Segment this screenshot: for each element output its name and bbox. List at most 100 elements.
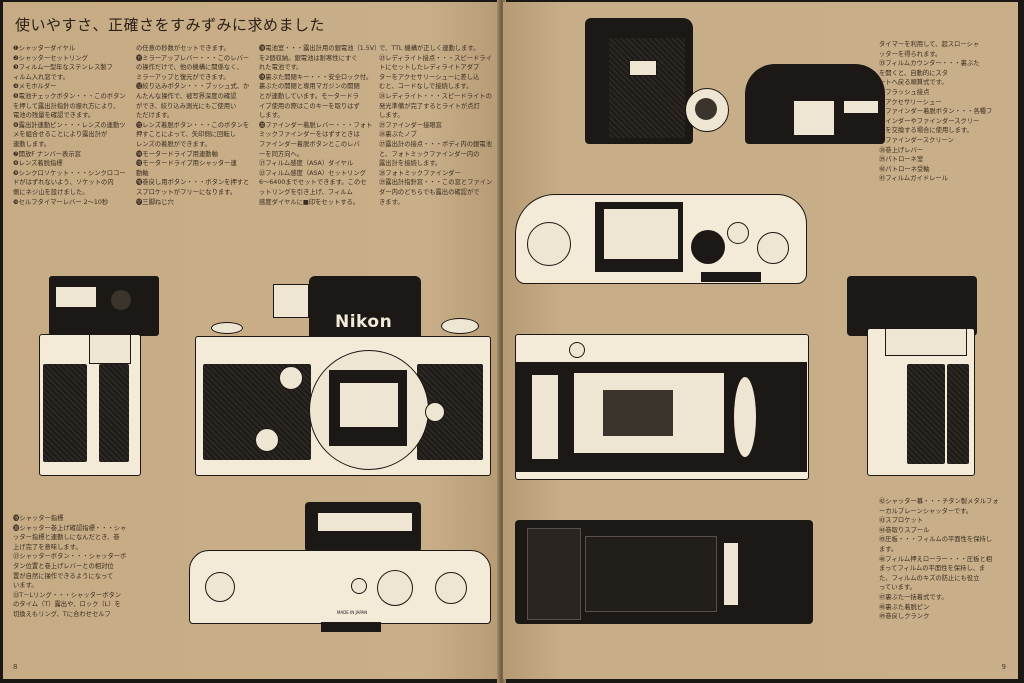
list-item: ㊷シャッター幕・・・チタン製メタルフォ	[879, 498, 999, 505]
list-item: ィルム入れ窓です。	[13, 73, 69, 81]
list-item: します。	[379, 112, 404, 120]
list-item: と、フォトミックファインダー内の	[379, 150, 480, 158]
list-item: ㉒フィルム感度（ASA）セットリング	[259, 169, 366, 177]
list-item: 連動します。	[13, 140, 51, 148]
list-item: ンを交換する場合に使用します。	[879, 127, 973, 135]
list-item: スプロケットがフリーになります。	[136, 188, 237, 196]
list-item: ⓴シャッター巻上げ確認指標・・・シャ	[13, 524, 127, 532]
list-item: ㉑フィルム感度（ASA）ダイヤル	[259, 160, 354, 168]
camera-side-view-left	[29, 272, 169, 482]
list-item: のタイム（T）露出や、ロック（L）を	[13, 601, 121, 609]
list-item: ㊴パトローネ室	[879, 156, 924, 164]
list-item: ㊲ファインダースクリーン	[879, 136, 954, 144]
list-item: ⓲電池室・・・露出計用の銀電池（1.5V）	[259, 45, 377, 52]
list-item: 押すことによって、矢印側に回転し	[136, 131, 236, 139]
list-item: た、フィルムのキズの防止にも役立	[879, 574, 980, 582]
list-item: 置が自然に操作できるようになって	[13, 572, 114, 580]
list-item: ⓴ファインダー着脱レバー・・・フォト	[259, 121, 373, 129]
list-item: ㉙露出計指針窓・・・この窓とファイン	[379, 179, 493, 187]
list-item: ㊵パトローネ受軸	[879, 165, 930, 173]
list-item: 電池の残量を確認できます。	[13, 112, 95, 120]
list-item: ❷シャッターセットリング	[13, 54, 88, 62]
list-item: タイマーを利用して、超スローシャ	[879, 41, 980, 48]
list-item: 発光準備が完了するとライトが点灯	[379, 102, 480, 110]
list-item: レンズの着脱ができます。	[136, 140, 211, 148]
list-item: 露出計を接続します。	[379, 160, 442, 168]
list-item: ミックファインダーをはずすときは	[259, 131, 360, 139]
list-item: ーカルプレーンシャッターです。	[879, 507, 973, 515]
list-item: ⓰巻戻し用ボタン・・・ボタンを押すと	[136, 179, 250, 187]
camera-back-door	[511, 516, 815, 628]
list-item: ができ、絞り込み測光にもご使用い	[136, 102, 237, 110]
list-item: ァインダーやファインダースクリー	[879, 117, 980, 125]
list-item: ㉒T－Lリング・・・シャッターボタン	[13, 591, 122, 599]
list-item: を2個収納。銀電池は耐寒性にすぐ	[259, 54, 358, 62]
list-item: とが連動しています。モータードラ	[259, 92, 359, 100]
list-item: ㉞フラッシュ接点	[879, 88, 930, 96]
list-item: 6～6400までセットできます。このセ	[259, 179, 367, 187]
list-item: ⓯モータードライブ用シャッター連	[136, 160, 237, 168]
list-item: ㊹巻取りスプール	[879, 526, 930, 534]
list-item: ます。	[879, 545, 898, 553]
list-item: ㉓レディライト接点・・・スピードライ	[379, 54, 492, 62]
list-item: ㊱ファインダー着脱ボタン・・・各種フ	[879, 108, 993, 116]
list-item: ットリングを引き上げ、フィルム	[259, 188, 353, 196]
binding-gutter	[497, 0, 506, 683]
list-item: イブ使用の際はこのキーを取りはず	[259, 102, 360, 110]
list-item: ⓮モータードライブ用連動軸	[136, 150, 218, 158]
list-item: むと、コードなしで接続します。	[379, 83, 473, 91]
list-item: います。	[13, 582, 38, 590]
parts-list-col4: で、TTL 機構が正しく連動します。㉓レディライト接点・・・スピードライトにセッ…	[379, 44, 497, 207]
page-number-left: 8	[13, 663, 18, 671]
list-item: ⓫ミラーアップレバー・・・このレバー	[136, 54, 250, 62]
list-item: 感度ダイヤルに■印をセットする。	[259, 198, 360, 206]
right-page: タイマーを利用して、超スローシャッターを得られます。㉝フィルムカウンター・・・裏…	[503, 2, 1018, 679]
list-item: ダー内のどちらでも露出の確認がで	[379, 188, 480, 196]
list-item: んたんな操作で、被写界深度の確認	[136, 92, 237, 100]
list-item: ㊺圧板・・・フィルムの平面性を保持し	[879, 536, 993, 544]
list-item: ターをアクセサリーシューに差し込	[379, 73, 480, 81]
camera-side-view-right	[833, 272, 983, 482]
list-item: ❺電池チェックボタン・・・このボタン	[13, 92, 126, 100]
list-item: の操作だけで、他の機構に関係なく、	[136, 64, 243, 72]
list-item: します。	[259, 112, 284, 120]
list-item: で、TTL 機構が正しく連動します。	[379, 45, 480, 52]
list-item: ファインダー着脱ボタンとこのレバ	[259, 140, 360, 148]
finder-rear-view	[739, 60, 889, 148]
made-in-japan-text: MADE IN JAPAN	[337, 610, 368, 615]
list-item: ❽レンズ着脱指標	[13, 160, 63, 168]
parts-list-col3: ⓲電池室・・・露出計用の銀電池（1.5V） を2個収納。銀電池は耐寒性にすぐれた電…	[259, 44, 377, 207]
list-item: ⓱三脚ねじ穴	[136, 198, 174, 206]
list-item: ❸フィルム一型年なステンレス製フ	[13, 64, 113, 72]
nikon-logo: Nikon	[335, 312, 393, 332]
list-item: ❹メモホルダー	[13, 83, 57, 91]
list-item: れた電池です。	[259, 64, 303, 72]
list-item: ミラーアップと復元ができます。	[136, 73, 230, 81]
parts-list-col1: ❶シャッターダイヤル ❷シャッターセットリング ❸フィルム一型年なステンレス製フィル…	[13, 44, 133, 207]
list-item: ❿セルフタイマーレバー 2～10秒	[13, 198, 109, 206]
list-item: ㊾巻戻しクランク	[879, 613, 930, 621]
list-item: ⓭レンズ着脱ボタン・・・このボタンを	[136, 121, 250, 129]
camera-rear-open-view	[511, 320, 813, 480]
list-item: を開くと、自動的にスタ	[879, 69, 949, 77]
list-item: まってフィルムの平面性を保持し、ま	[879, 565, 986, 573]
list-item: ㉘フォトミックファインダー	[379, 169, 461, 177]
list-item: ⓳裏ぶた開閉キー・・・安全ロック付。	[259, 73, 373, 81]
list-item: 側にネジ山を設けました。	[13, 188, 89, 196]
page-number-right: 9	[1001, 663, 1006, 671]
list-item: ㊻フィルム押えローラー・・・圧板と相	[879, 555, 993, 563]
list-item: ㉕ファインダー接眼窓	[379, 121, 442, 129]
list-item: ㊶フィルムガイドレール	[879, 175, 949, 183]
list-item: ❶シャッターダイヤル	[13, 45, 76, 52]
list-item: ッター指標と連動しになんだとき、巻	[13, 534, 120, 542]
list-item: きます。	[379, 198, 404, 206]
list-item: ただけます。	[136, 112, 174, 120]
list-item: の任意の秒数がセットできます。	[136, 45, 230, 52]
list-item: ㉗露出計の接点・・・ボディ内の銀電池	[379, 140, 492, 148]
photomic-finder-view	[581, 16, 729, 154]
list-item: 裏ぶたの開閉と専用マガジンの開閉	[259, 83, 360, 91]
camera-front-view: Nikon	[189, 270, 493, 480]
